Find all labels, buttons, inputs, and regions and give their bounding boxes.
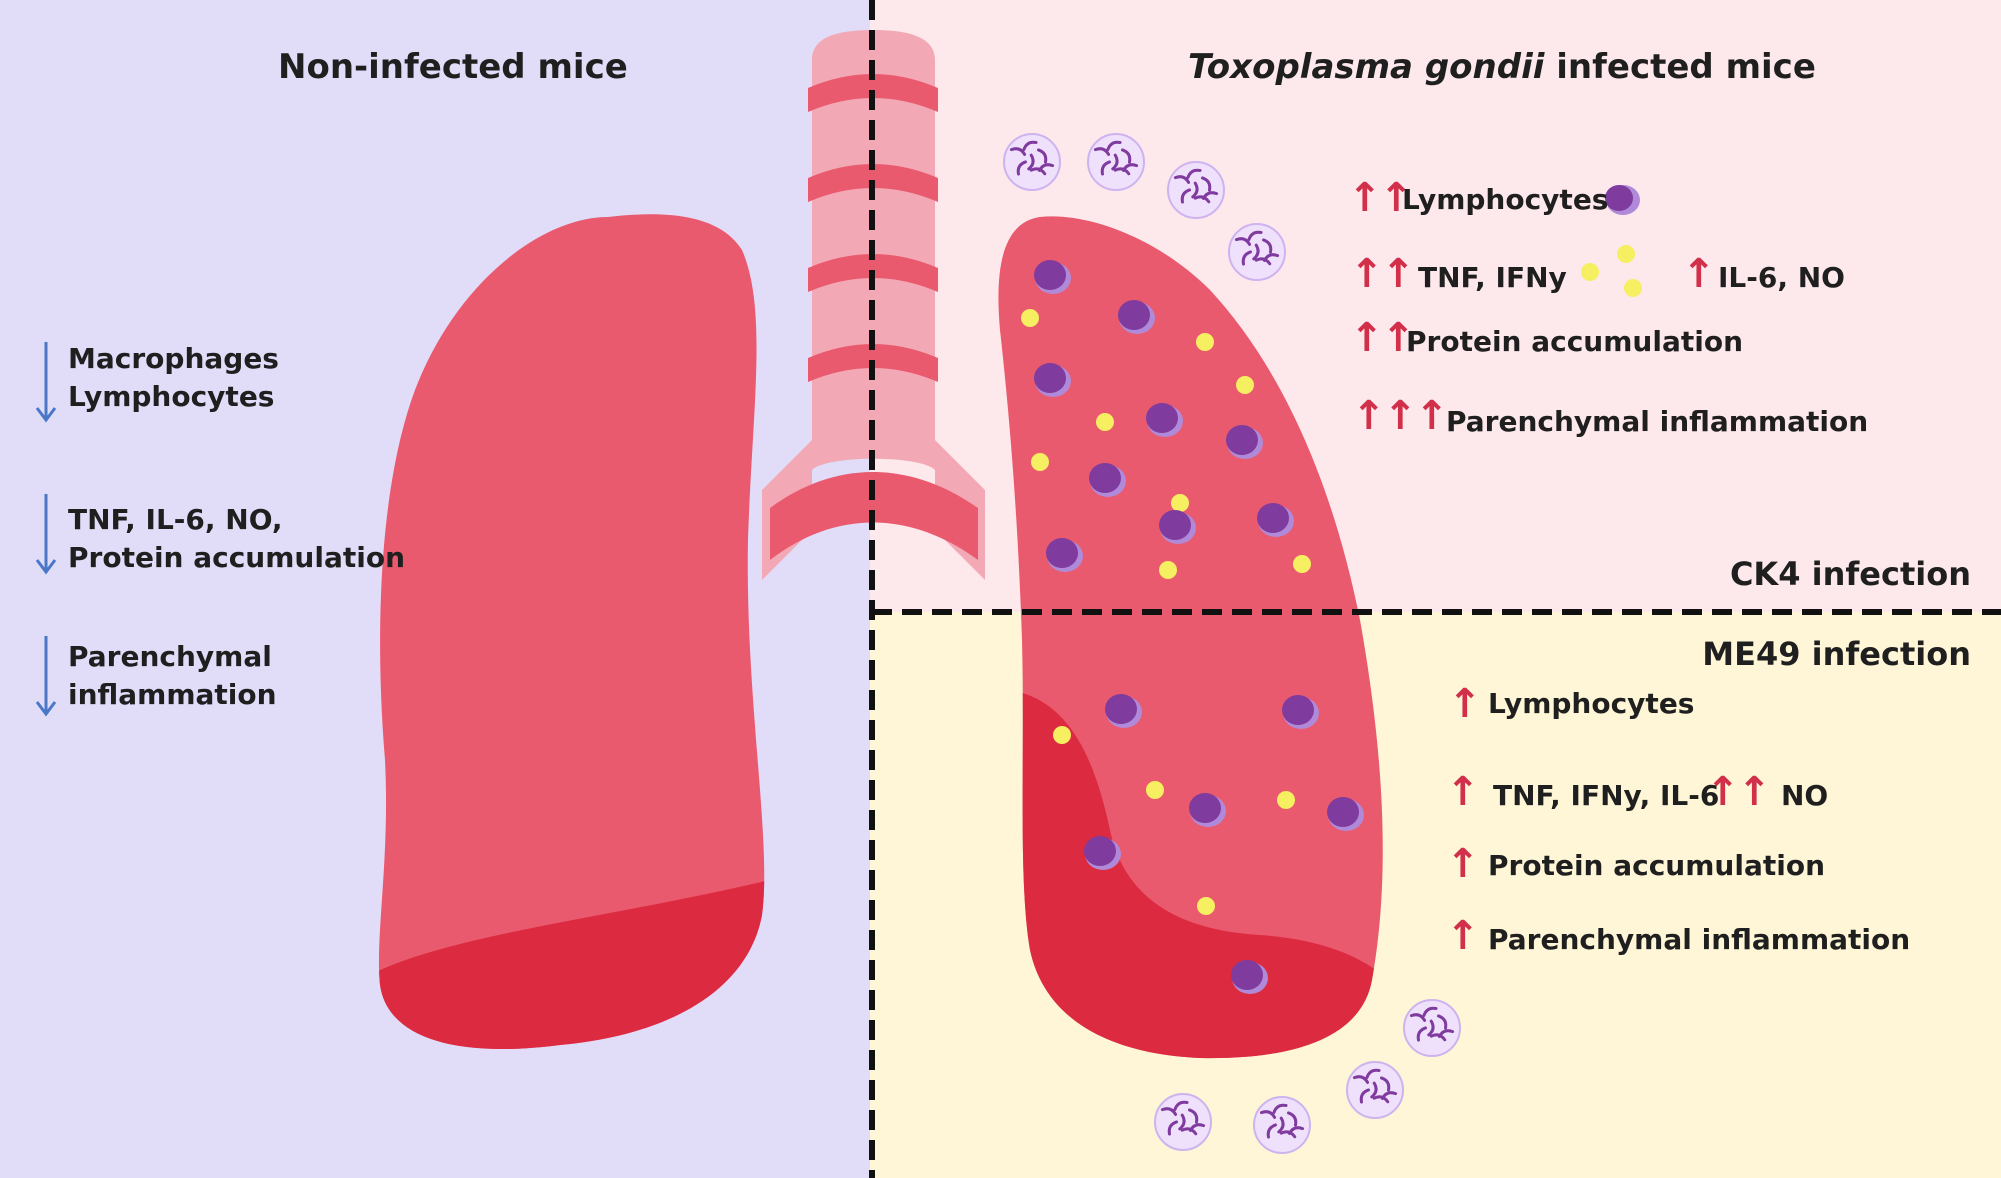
ck4-cytokines-label: TNF, IFNy (1418, 261, 1567, 294)
non-infected-title: Non-infected mice (278, 47, 628, 87)
me49-no-label: NO (1781, 779, 1829, 812)
arrow-down-icon (35, 494, 57, 575)
arrow-up-icon: ↑↑ (1706, 769, 1771, 815)
toxoplasma-cyst-icon (1228, 223, 1286, 281)
lymphocyte (1226, 425, 1263, 459)
cytokine-dot (1096, 413, 1114, 431)
cytokine-dot (1053, 726, 1071, 744)
arrow-up-icon: ↑↑ (1350, 251, 1415, 297)
lymphocyte (1034, 363, 1071, 397)
arrow-up-icon: ↑ (1446, 841, 1479, 887)
me49-section-title: ME49 infection (1702, 635, 1971, 673)
left-effect-label: TNF, IL-6, NO, Protein accumulation (68, 501, 405, 577)
cytokine-dot (1236, 376, 1254, 394)
lymphocyte (1034, 260, 1071, 294)
arrow-down-icon (35, 342, 57, 423)
toxoplasma-cyst-icon (1167, 161, 1225, 219)
cytokine-dot (1197, 897, 1215, 915)
me49-cytokines-label: TNF, IFNy, IL-6 (1493, 779, 1720, 812)
toxoplasma-cyst-icon (1087, 133, 1145, 191)
lymphocyte (1118, 300, 1155, 334)
ck4-lymphocytes-label: Lymphocytes (1402, 183, 1609, 216)
arrow-up-icon: ↑↑↑ (1352, 393, 1449, 439)
left-effect-line: Lymphocytes (68, 380, 275, 413)
cytokine-dot (1146, 781, 1164, 799)
ck4-protein-label: Protein accumulation (1406, 325, 1743, 358)
cytokine-dots-icon (1581, 245, 1642, 297)
toxoplasma-cyst-icon (1403, 999, 1461, 1057)
left-effect-label: Macrophages Lymphocytes (68, 340, 279, 416)
left-effect-label: Parenchymal inflammation (68, 638, 277, 714)
me49-lymphocytes-label: Lymphocytes (1488, 687, 1695, 720)
toxoplasma-cyst-icon (1346, 1061, 1404, 1119)
infected-title-rest: infected mice (1544, 47, 1816, 87)
toxoplasma-cyst-icon (1253, 1096, 1311, 1154)
left-effect-line: inflammation (68, 678, 277, 711)
cytokine-dot (1293, 555, 1311, 573)
lymphocyte (1084, 836, 1121, 870)
lymphocyte (1105, 694, 1142, 728)
left-effect-line: Parenchymal (68, 640, 272, 673)
arrow-up-icon: ↑ (1448, 681, 1481, 727)
arrow-up-icon: ↑↑ (1348, 175, 1413, 221)
cytokine-dots (1021, 309, 1311, 915)
toxoplasma-cysts (1003, 133, 1461, 1154)
left-effect-line: Macrophages (68, 342, 279, 375)
left-effect-line: TNF, IL-6, NO, (68, 503, 283, 536)
lymphocyte (1282, 695, 1319, 729)
lymphocyte (1159, 510, 1196, 544)
toxoplasma-cyst-icon (1154, 1093, 1212, 1151)
arrow-up-icon: ↑ (1682, 251, 1715, 297)
lymphocyte (1146, 403, 1183, 437)
cytokine-dot (1021, 309, 1039, 327)
lymphocyte (1089, 463, 1126, 497)
lymphocyte-icon (1605, 185, 1640, 215)
cytokine-dot (1031, 453, 1049, 471)
lymphocyte (1327, 797, 1364, 831)
lymphocyte (1046, 538, 1083, 572)
arrow-up-icon: ↑↑ (1350, 315, 1415, 361)
me49-inflammation-label: Parenchymal inflammation (1488, 923, 1911, 956)
cytokine-dot (1171, 494, 1189, 512)
lymphocyte-cells (1034, 260, 1364, 994)
lymphocyte (1189, 793, 1226, 827)
infected-title: Toxoplasma gondii infected mice (1188, 50, 1816, 84)
cytokine-dot (1196, 333, 1214, 351)
left-effect-line: Protein accumulation (68, 541, 405, 574)
cytokine-dot (1159, 561, 1177, 579)
ck4-section-title: CK4 infection (1729, 555, 1971, 593)
species-name: Toxoplasma gondii (1188, 47, 1545, 87)
lymphocyte (1257, 503, 1294, 537)
arrow-down-icon (35, 636, 57, 717)
arrow-up-icon: ↑ (1446, 769, 1479, 815)
cytokine-dot (1277, 791, 1295, 809)
me49-protein-label: Protein accumulation (1488, 849, 1825, 882)
toxoplasma-cyst-icon (1003, 133, 1061, 191)
ck4-inflammation-label: Parenchymal inflammation (1446, 405, 1869, 438)
ck4-il6-no-label: IL-6, NO (1718, 261, 1845, 294)
lymphocyte (1231, 960, 1268, 994)
arrow-up-icon: ↑ (1446, 913, 1479, 959)
